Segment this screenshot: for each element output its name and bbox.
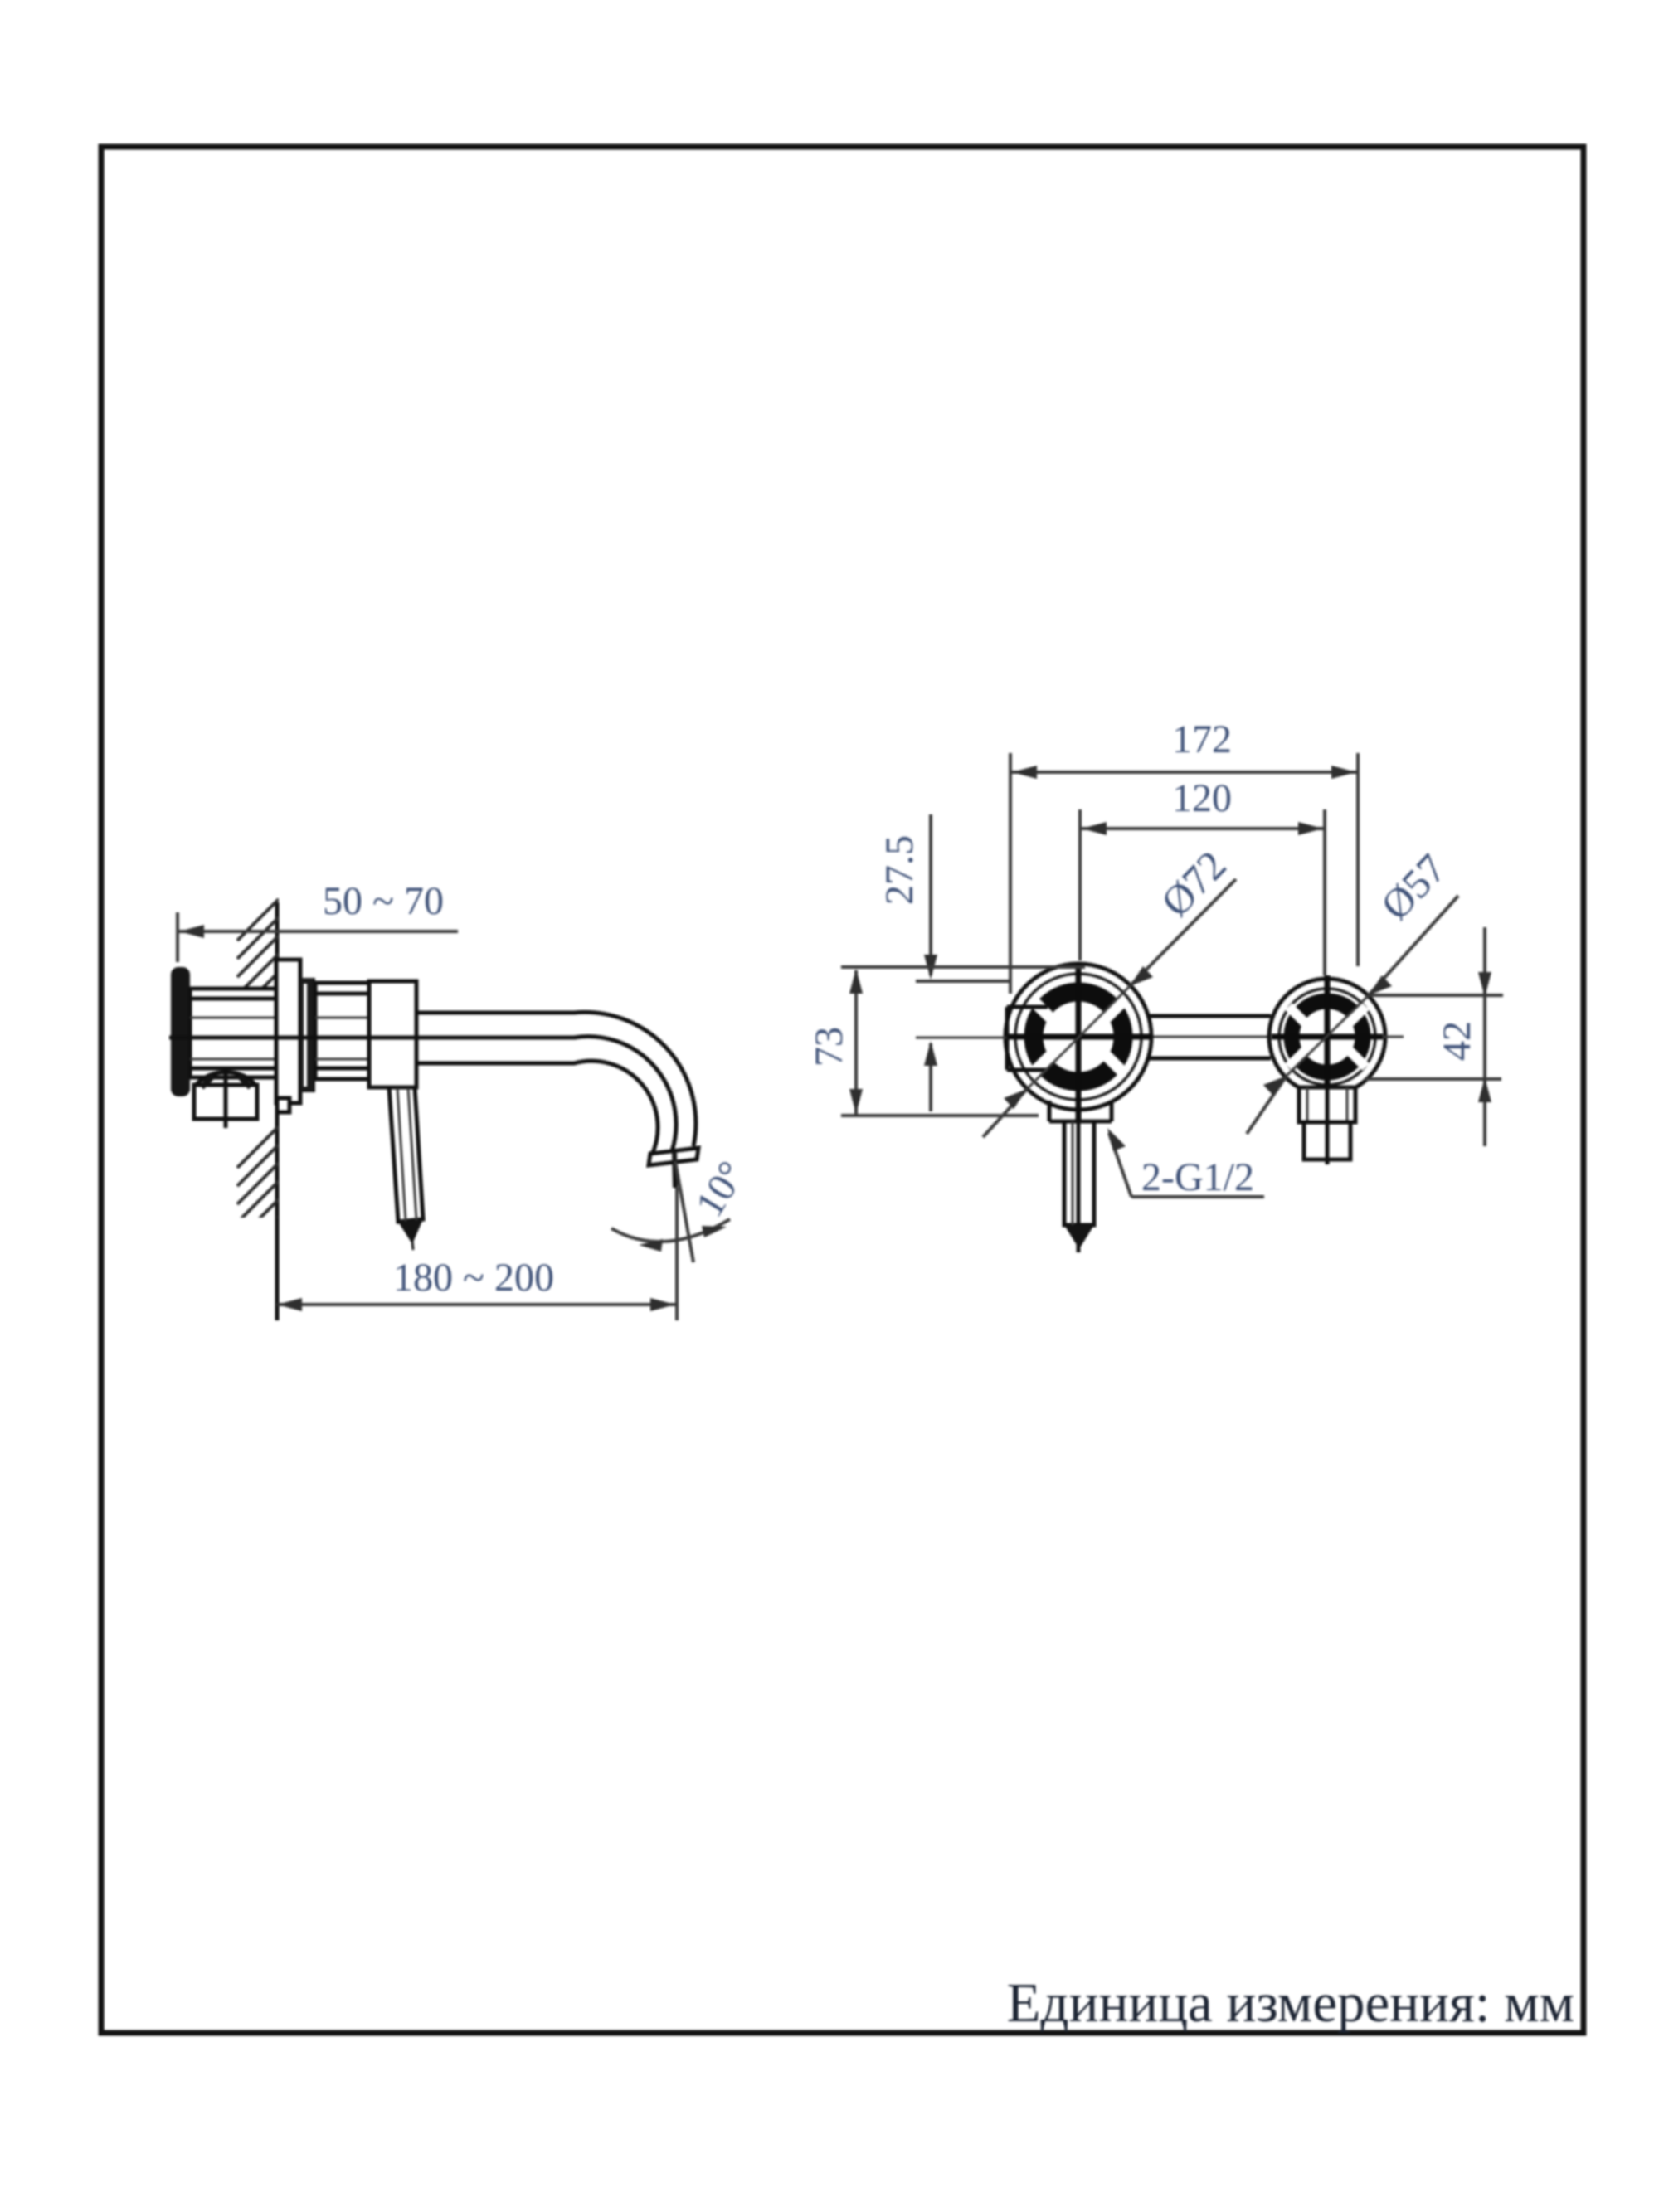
svg-text:27.5: 27.5 xyxy=(878,835,922,905)
svg-text:180 ~ 200: 180 ~ 200 xyxy=(393,1256,554,1300)
svg-text:2-G1/2: 2-G1/2 xyxy=(1141,1155,1254,1199)
svg-text:Единица измерения: мм: Единица измерения: мм xyxy=(1007,1972,1574,2034)
svg-text:73: 73 xyxy=(807,1027,851,1067)
svg-text:42: 42 xyxy=(1435,1021,1479,1061)
svg-text:172: 172 xyxy=(1172,717,1232,761)
svg-text:120: 120 xyxy=(1172,776,1232,820)
svg-text:50 ~ 70: 50 ~ 70 xyxy=(323,879,444,923)
